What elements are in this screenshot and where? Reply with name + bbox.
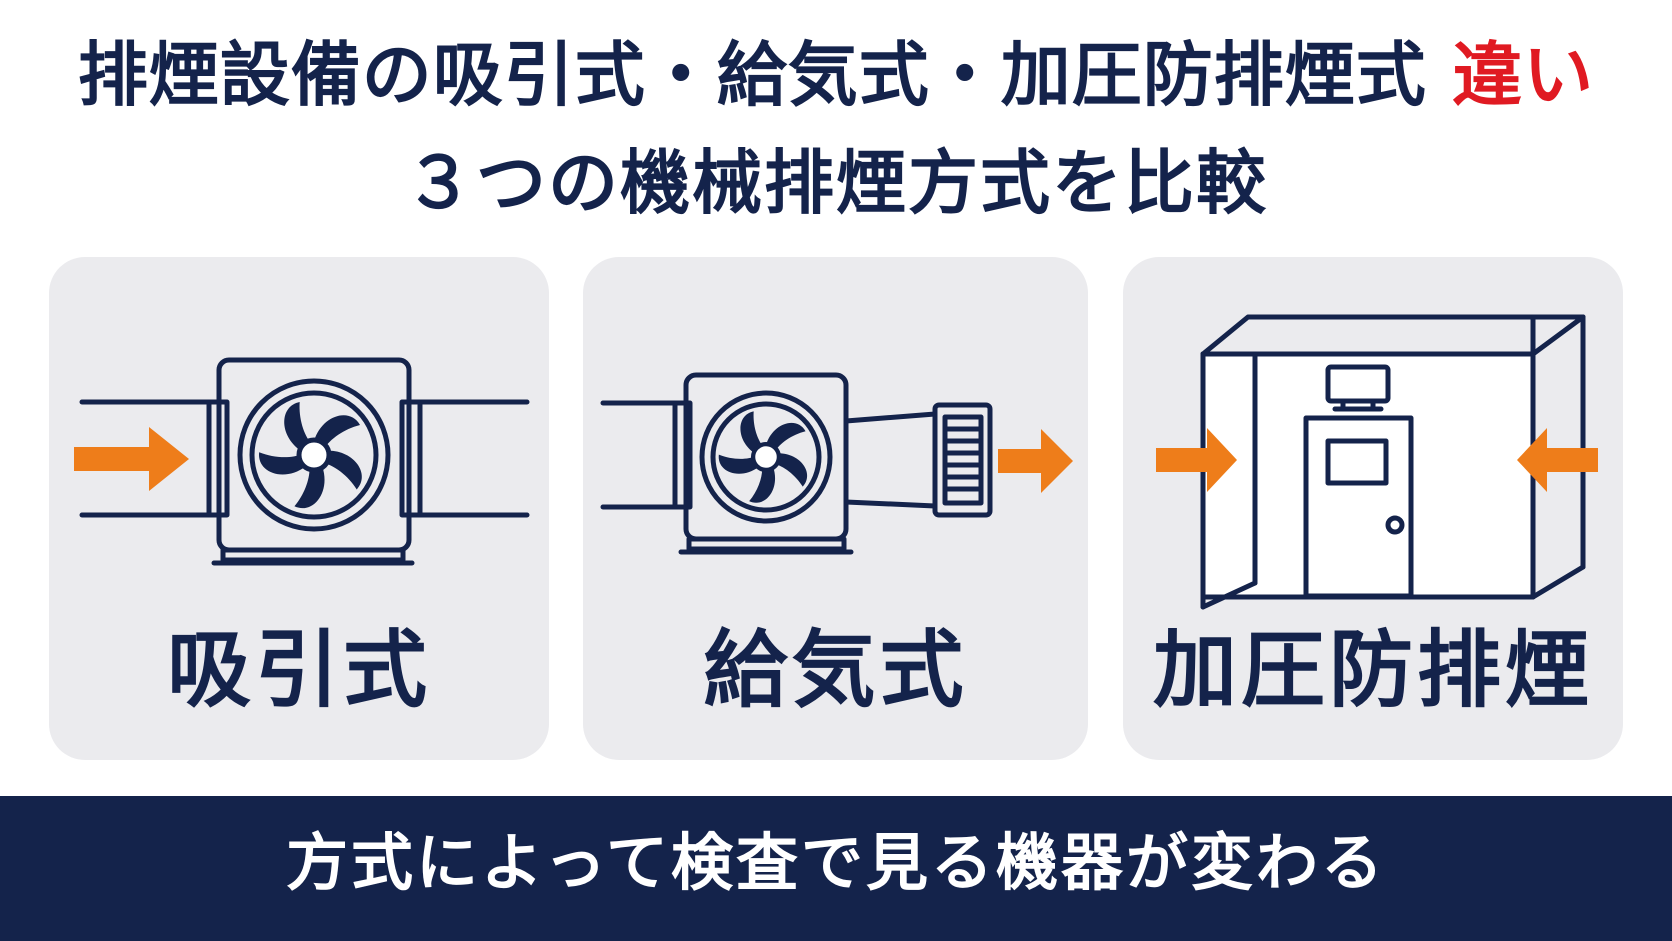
footer-text: 方式によって検査で見る機器が変わる: [285, 826, 1387, 899]
card-label-pressurized: 加圧防排煙: [1152, 621, 1593, 719]
exhaust-fan-duct-icon: [74, 357, 530, 566]
card-label-exhaust: 吸引式: [166, 621, 431, 719]
footer-banner: 方式によって検査で見る機器が変わる: [0, 796, 1672, 941]
card-supply: 給気式: [583, 257, 1088, 760]
page-title-line-1: 排煙設備の吸引式・給気式・加圧防排煙式 違い: [0, 30, 1672, 120]
card-exhaust: 吸引式: [49, 257, 549, 760]
title-main: 排煙設備の吸引式・給気式・加圧防排煙式: [77, 34, 1427, 116]
card-label-supply: 給気式: [703, 621, 968, 719]
pressurized-room-door-icon: [1156, 314, 1598, 610]
page-title-line-2: ３つの機械排煙方式を比較: [404, 142, 1268, 224]
supply-fan-duct-icon: [600, 372, 1073, 555]
title-accent: 違い: [1452, 34, 1595, 116]
card-pressurized: 加圧防排煙: [1123, 257, 1623, 760]
